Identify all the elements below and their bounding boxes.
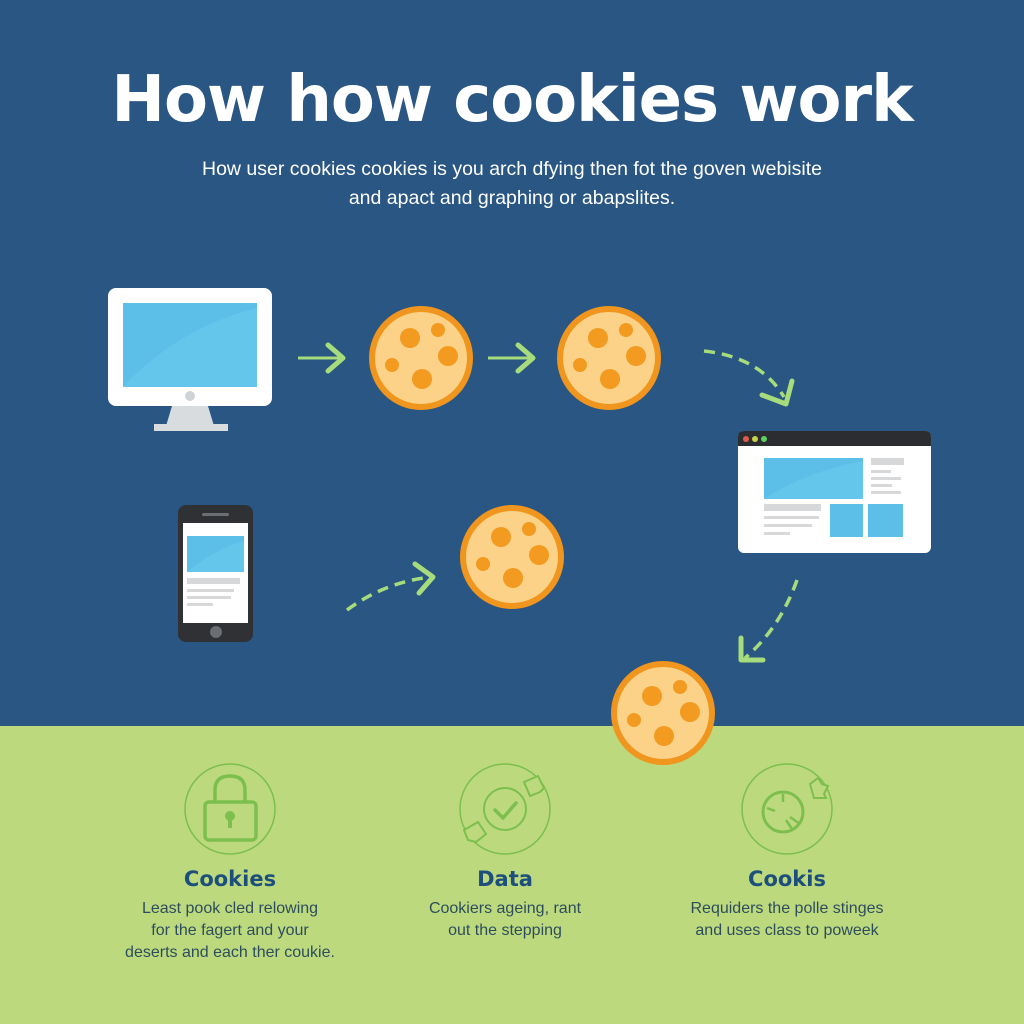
cookie-icon bbox=[459, 504, 565, 610]
padlock-icon bbox=[183, 762, 277, 856]
feature-description-line: out the stepping bbox=[448, 922, 562, 939]
feature-data: Data Cookiers ageing, rant out the stepp… bbox=[375, 762, 635, 942]
flow-arrow bbox=[298, 341, 350, 377]
dashed-flow-arrow bbox=[735, 578, 805, 666]
cookie-outline-icon bbox=[740, 762, 834, 856]
browser-window-icon bbox=[738, 431, 931, 554]
data-sync-check-icon bbox=[458, 762, 552, 856]
subtitle-line-2: and apact and graphing or abapslites. bbox=[348, 187, 676, 209]
subtitle-line-1: How user cookies cookies is you arch dfy… bbox=[201, 158, 822, 180]
smartphone-icon bbox=[178, 505, 254, 643]
feature-heading: Data bbox=[477, 867, 533, 891]
feature-description-line: deserts and each ther coukie. bbox=[125, 944, 335, 961]
dashed-flow-arrow bbox=[700, 345, 800, 415]
features-background bbox=[0, 726, 1024, 1024]
feature-description-line: for the fagert and your bbox=[151, 922, 309, 939]
feature-description-line: Least pook cled relowing bbox=[141, 900, 319, 917]
page-subtitle: How user cookies cookies is you arch dfy… bbox=[130, 155, 894, 213]
cookie-icon bbox=[368, 305, 474, 411]
feature-description: Least pook cled relowing for the fagert … bbox=[100, 898, 360, 964]
cookie-icon bbox=[556, 305, 662, 411]
feature-description: Cookiers ageing, rant out the stepping bbox=[375, 898, 635, 942]
cookie-icon bbox=[610, 660, 716, 766]
feature-description-line: Requiders the polle stinges bbox=[690, 900, 884, 917]
feature-cookis: Cookis Requiders the polle stinges and u… bbox=[657, 762, 917, 942]
feature-description-line: Cookiers ageing, rant bbox=[428, 900, 582, 917]
page-title: How how cookies work bbox=[111, 63, 913, 137]
feature-description-line: and uses class to poweek bbox=[695, 922, 879, 939]
dashed-flow-arrow bbox=[345, 560, 440, 615]
feature-description: Requiders the polle stinges and uses cla… bbox=[657, 898, 917, 942]
flow-arrow bbox=[488, 341, 540, 377]
feature-heading: Cookis bbox=[748, 867, 826, 891]
feature-cookies: Cookies Least pook cled relowing for the… bbox=[100, 762, 360, 964]
feature-heading: Cookies bbox=[183, 867, 277, 891]
desktop-monitor-icon bbox=[108, 288, 274, 434]
